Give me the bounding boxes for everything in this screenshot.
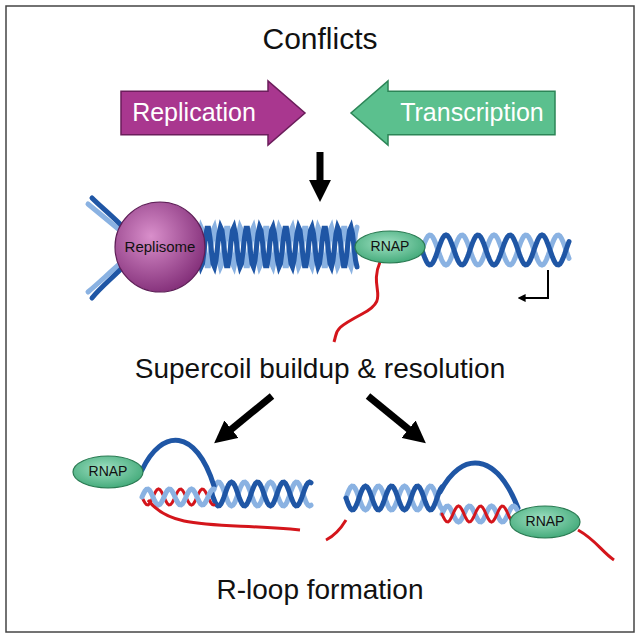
dna-strand [212,482,311,506]
rna-strand [578,530,614,560]
rna-strand [334,262,380,342]
node-label: Replication [132,99,256,127]
dna-strand [142,489,214,505]
dna-strand [440,463,518,508]
rnap-ellipse: RNAP [354,230,426,264]
dna-strand [142,440,214,486]
stage-label: Supercoil buildup & resolution [0,353,640,385]
replisome-circle: Replisome [114,201,206,293]
dna-strand [142,489,214,505]
flow-arrow [368,396,412,432]
dna-strand [422,235,569,265]
rnap-ellipse: RNAP [72,455,144,489]
title: Conflicts [0,22,640,57]
dna-strand [442,506,517,522]
rna-strand [326,520,346,540]
process-arrow: Transcription [350,80,556,146]
flow-arrow [228,396,272,432]
node-label: Replisome [125,239,196,256]
dna-strand [422,235,569,265]
process-arrow: Replication [120,80,306,146]
rnap-ellipse: RNAP [509,505,581,539]
dna-strand [92,198,122,226]
dna-strand [198,227,357,267]
node-label: RNAP [526,514,565,529]
node-label: Transcription [400,99,544,127]
flow-arrow [317,152,324,184]
node-label: RNAP [371,239,410,254]
dna-strand [346,486,442,510]
dna-strand [198,227,357,267]
promoter-arrow [524,270,548,298]
rna-strand [148,500,300,530]
node-label: RNAP [89,464,128,479]
dna-strand [346,486,442,510]
frame [6,6,634,632]
stage-label: R-loop formation [0,574,640,606]
dna-strand [212,482,311,506]
dna-strand [442,506,517,522]
dna-strand [92,268,122,298]
